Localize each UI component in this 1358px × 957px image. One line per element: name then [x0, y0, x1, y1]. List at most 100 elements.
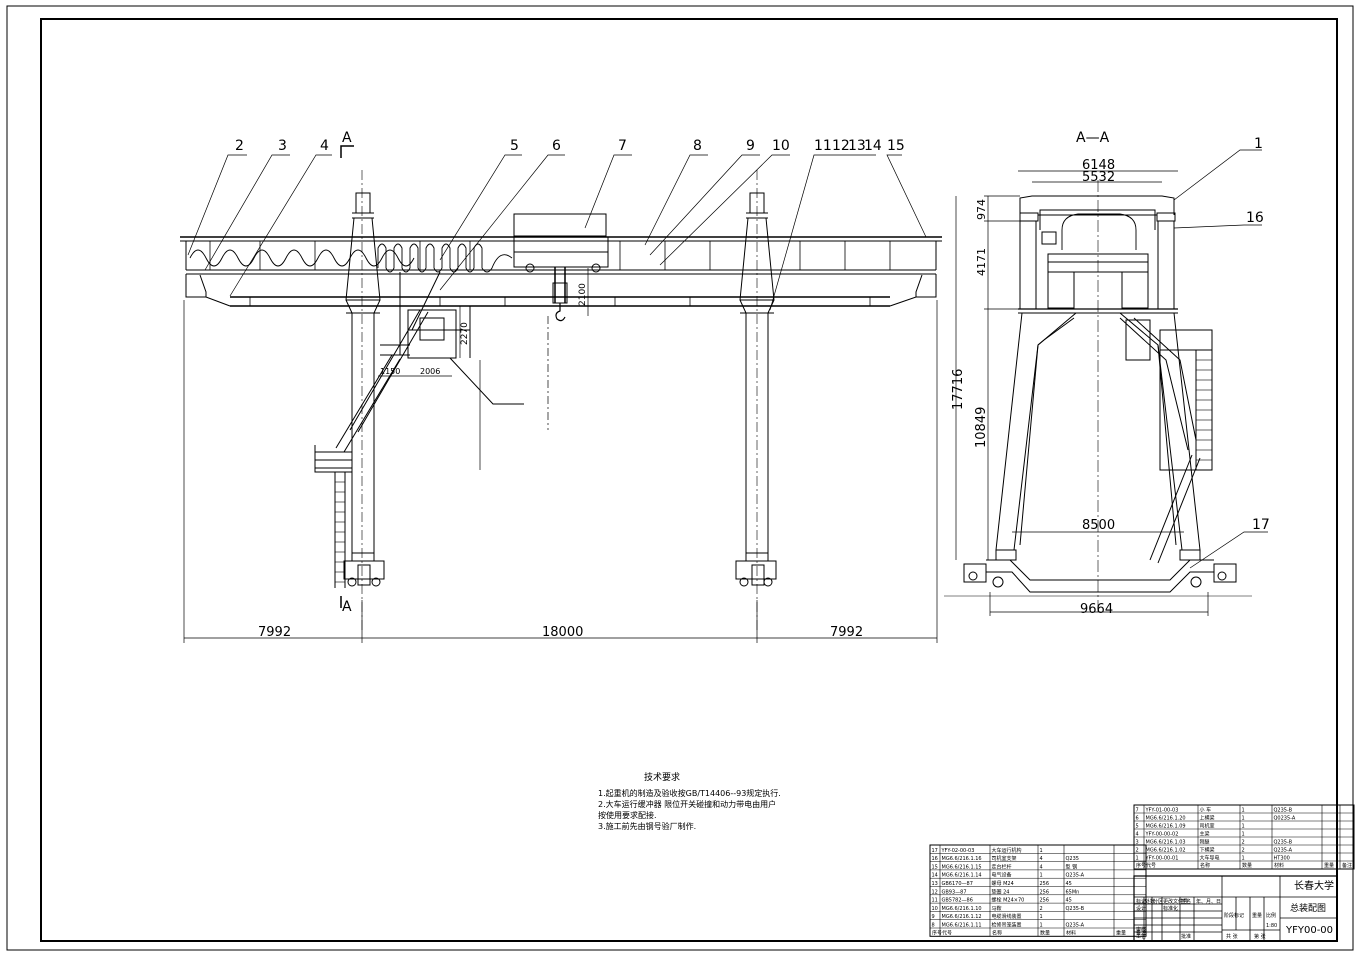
parts-header-note: 备注 — [1342, 862, 1352, 869]
parts-cell-name: 司机室支架 — [992, 855, 1017, 862]
drawing-number: YFY00-00 — [1285, 925, 1333, 936]
parts-header-weight: 重量 — [1324, 862, 1334, 869]
tb-cell-change: 更改文件号 — [1163, 898, 1188, 905]
tb-cell-zone: 分区 — [1153, 898, 1163, 905]
parts-header-qty: 数量 — [1040, 929, 1050, 936]
parts-cell-code: YFY-01-00-03 — [1145, 808, 1179, 814]
parts-cell-qty: 2 — [1242, 840, 1245, 846]
parts-cell-no: 4 — [1136, 832, 1139, 838]
parts-cell-qty: 1 — [1040, 914, 1043, 920]
parts-cell-code: GB93—87 — [942, 889, 967, 895]
parts-header-code: 代号 — [942, 929, 952, 936]
parts-cell-mat: 型 钢 — [1066, 863, 1078, 870]
parts-cell-code: MG6.6/216.1.14 — [942, 873, 982, 879]
balloon-16: 16 — [1246, 210, 1264, 226]
parts-cell-qty: 1 — [1242, 824, 1245, 830]
tb-cell-review: 审核 — [1136, 926, 1146, 933]
balloon-10: 10 — [772, 138, 790, 154]
outer-border — [6, 5, 1354, 951]
parts-cell-mat: Q235-A — [1066, 923, 1085, 929]
parts-cell-name: 垫圈 24 — [992, 888, 1010, 895]
balloon-4: 4 — [320, 138, 329, 154]
parts-cell-code: YFY-02-00-03 — [941, 848, 975, 854]
notes-title: 技术要求 — [644, 771, 680, 783]
notes-line-4: 3.施工前先由钢号验厂制作. — [598, 821, 696, 831]
section-title: A—A — [1076, 130, 1110, 146]
parts-cell-code: GB6170—87 — [942, 881, 973, 887]
dim-h-lower: 10849 — [974, 407, 989, 448]
parts-cell-mat: 45 — [1066, 881, 1072, 887]
parts-header-note: 备注 — [1136, 929, 1146, 936]
parts-cell-mat: Q0235-A — [1274, 816, 1296, 822]
tb-cell-sheet-no: 第 张 — [1254, 933, 1266, 940]
parts-cell-no: 15 — [932, 864, 938, 870]
balloon-11: 11 — [814, 138, 832, 154]
notes-line-1: 1.起重机的制造及验收按GB/T14406--93规定执行. — [598, 788, 781, 798]
parts-cell-code: MG6.6/216.1.09 — [1146, 824, 1186, 830]
dim-outer-top: 6148 — [1082, 158, 1115, 173]
parts-cell-code: YFY-00-00-01 — [1145, 856, 1179, 862]
parts-cell-qty: 2 — [1040, 906, 1043, 912]
parts-cell-no: 2 — [1136, 848, 1139, 854]
parts-cell-mat: 45 — [1066, 898, 1072, 904]
parts-cell-no: 10 — [932, 906, 938, 912]
parts-cell-no: 13 — [932, 881, 938, 887]
parts-cell-mat: 65Mn — [1066, 889, 1080, 895]
parts-cell-qty: 4 — [1040, 856, 1043, 862]
parts-cell-no: 8 — [932, 923, 935, 929]
parts-cell-qty: 1 — [1040, 848, 1043, 854]
parts-cell-code: MG6.6/216.1.15 — [942, 864, 982, 870]
parts-cell-mat: Q235-A — [1066, 873, 1085, 879]
parts-cell-no: 7 — [1136, 808, 1139, 814]
balloon-17: 17 — [1252, 517, 1270, 533]
tb-cell-total-sheets: 共 张 — [1226, 933, 1238, 940]
dim-cab-w2: 2006 — [420, 367, 440, 376]
balloon-5: 5 — [510, 138, 519, 154]
tb-cell-mark: 标记 — [1136, 898, 1146, 905]
parts-header-name: 名称 — [1200, 862, 1210, 869]
tb-cell-scale: 比例 — [1266, 912, 1276, 919]
balloon-7: 7 — [618, 138, 627, 154]
balloon-15: 15 — [887, 138, 905, 154]
parts-header-mat: 材料 — [1274, 862, 1284, 869]
parts-cell-name: 检修吊笼装置 — [992, 922, 1022, 929]
dim-span: 18000 — [542, 625, 583, 640]
front-view — [180, 145, 942, 643]
parts-header-name: 名称 — [992, 929, 1002, 936]
parts-cell-name: 大车导电 — [1200, 855, 1220, 862]
tb-cell-date: 年、月、日 — [1196, 898, 1221, 905]
parts-cell-name: 司机室 — [1200, 823, 1215, 830]
title-block — [1133, 875, 1338, 942]
dim-cab-w1: 1150 — [380, 367, 400, 376]
balloon-14: 14 — [864, 138, 882, 154]
dim-h-top: 974 — [975, 199, 988, 220]
parts-header-qty: 数量 — [1242, 862, 1252, 869]
parts-cell-no: 16 — [932, 856, 938, 862]
parts-cell-mat: HT300 — [1274, 856, 1290, 862]
balloon-12: 12 — [832, 138, 850, 154]
parts-cell-name: 电气设备 — [992, 872, 1012, 879]
parts-cell-no: 3 — [1136, 840, 1139, 846]
parts-cell-qty: 1 — [1242, 856, 1245, 862]
parts-cell-mat: Q235-B — [1274, 840, 1293, 846]
parts-cell-qty: 4 — [1040, 864, 1043, 870]
parts-cell-code: MG6.6/216.1.16 — [942, 856, 982, 862]
dim-left-overhang: 7992 — [258, 625, 291, 640]
parts-cell-no: 11 — [932, 898, 938, 904]
parts-cell-name: 马鞍 — [992, 905, 1002, 912]
side-view-labels: A—A 1 16 17 6148 5532 974 4171 17716 108… — [951, 130, 1270, 617]
dim-hook-drop: 2100 — [578, 283, 588, 306]
parts-cell-qty: 1 — [1040, 873, 1043, 879]
tb-ratio: 1:80 — [1266, 923, 1277, 929]
balloon-9: 9 — [746, 138, 755, 154]
dim-base-inner: 8500 — [1082, 518, 1115, 533]
section-mark-top: A — [342, 130, 352, 146]
dim-h-mid: 4171 — [975, 248, 988, 276]
parts-cell-qty: 256 — [1040, 898, 1050, 904]
technical-notes: 技术要求 1.起重机的制造及验收按GB/T14406--93规定执行. 2.大车… — [598, 771, 781, 831]
parts-cell-code: MG6.6/216.1.10 — [942, 906, 982, 912]
parts-cell-no: 12 — [932, 889, 938, 895]
parts-cell-name: 螺母 M24 — [992, 880, 1014, 887]
inner-border — [40, 18, 1338, 942]
